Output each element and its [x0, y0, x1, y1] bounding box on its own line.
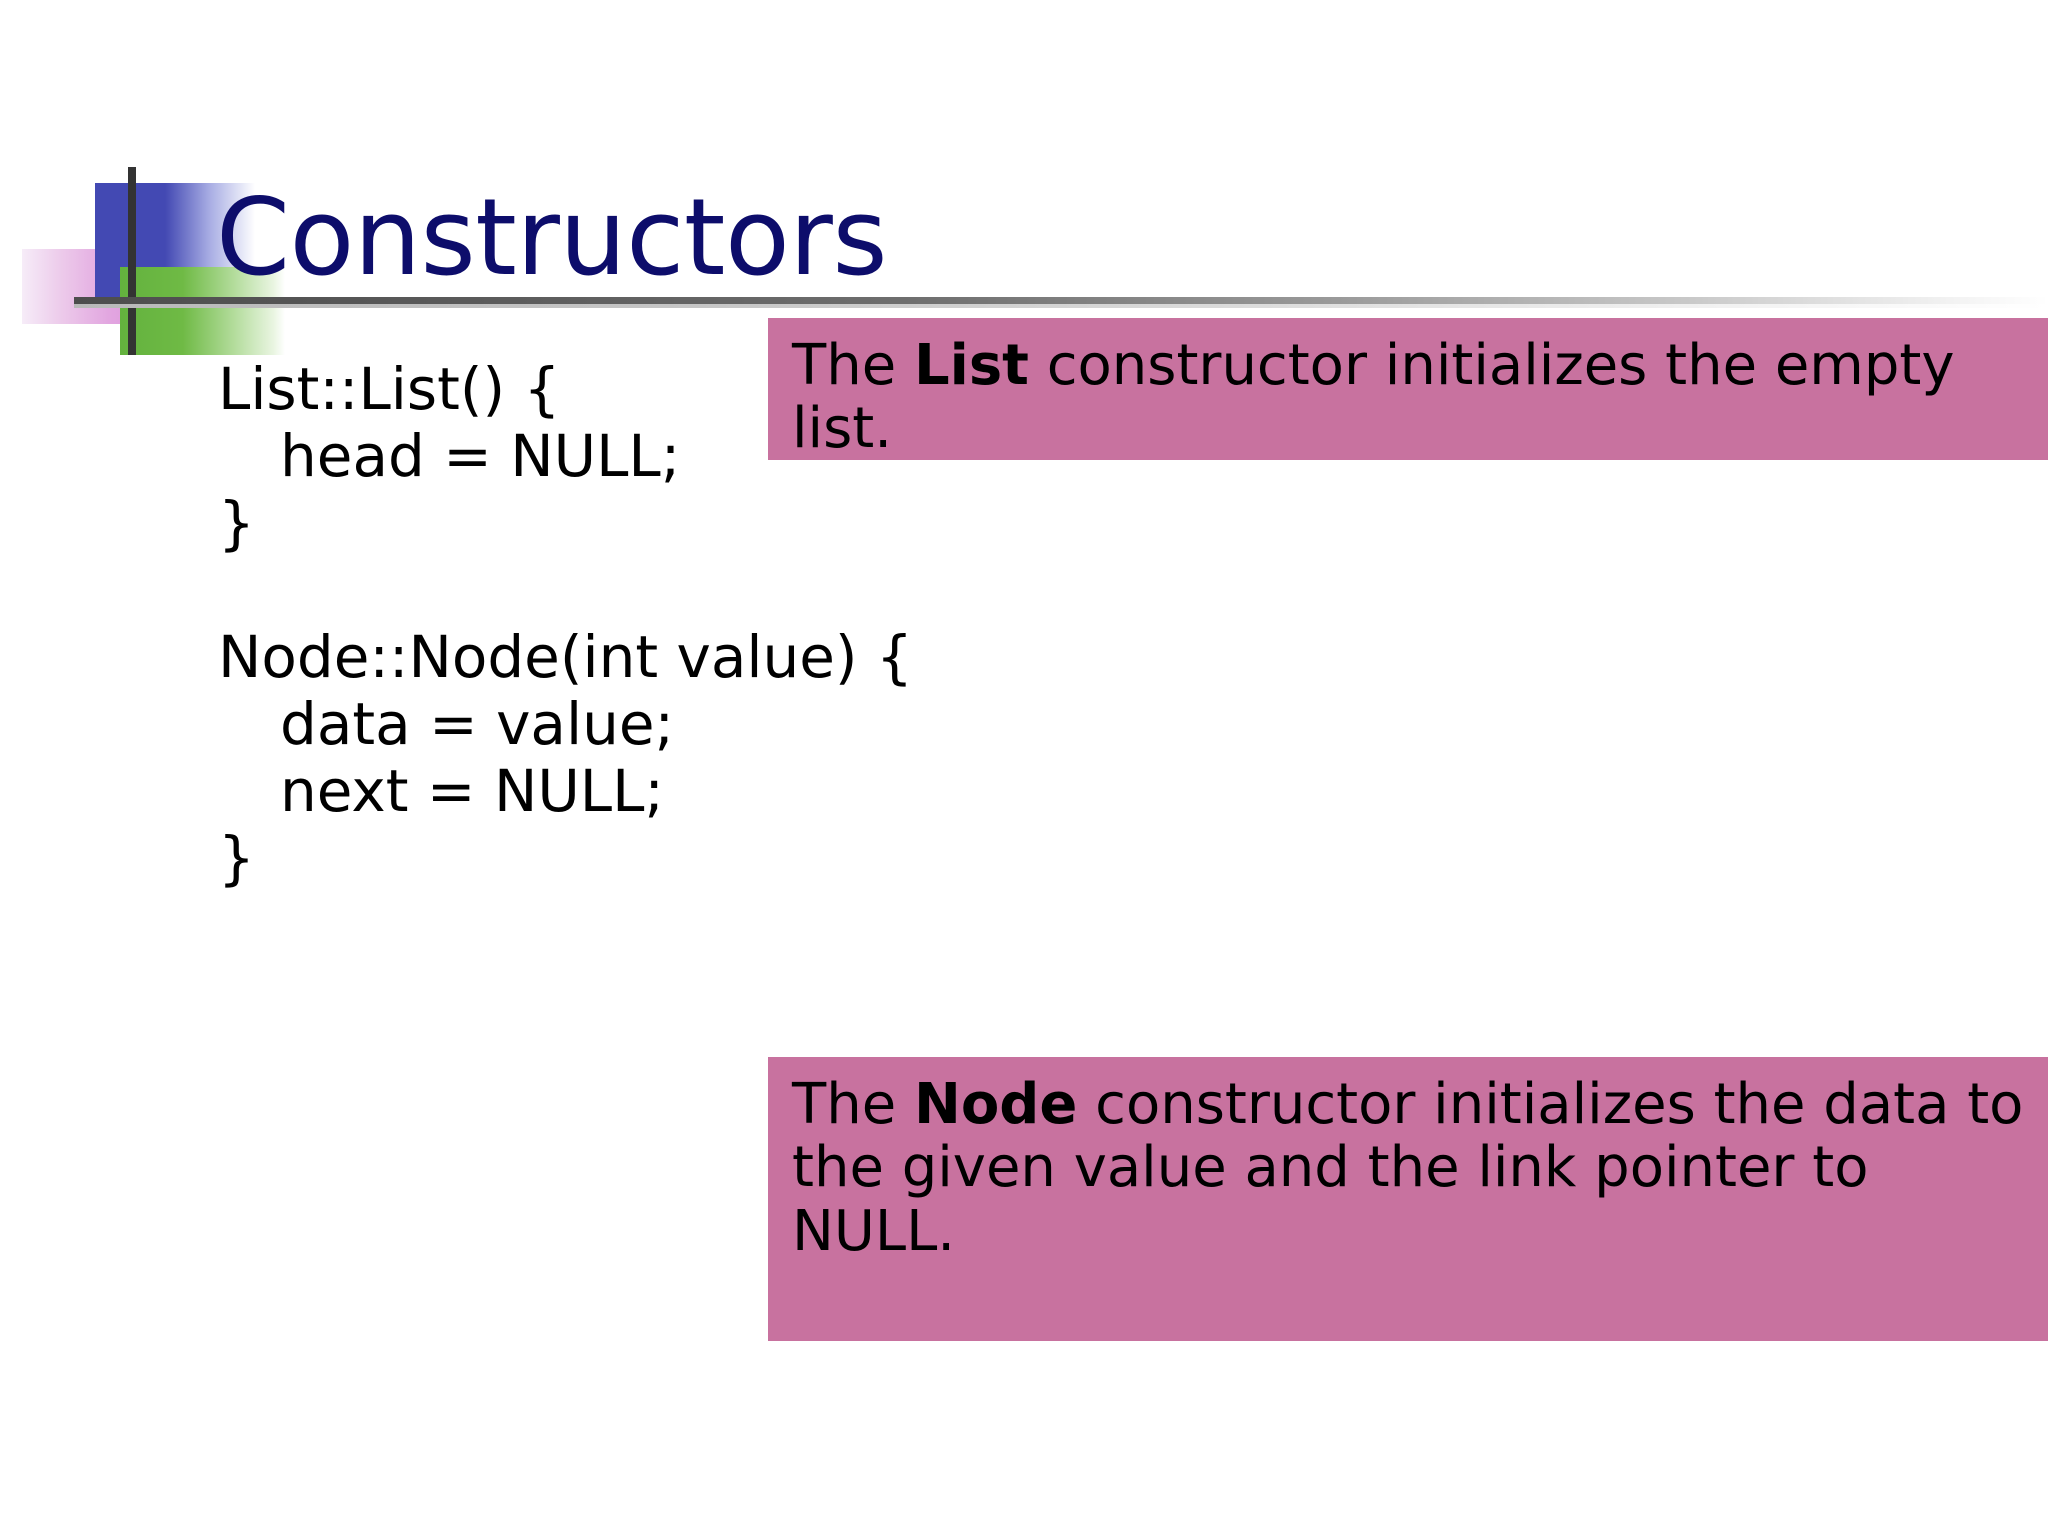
code-line: head = NULL;	[280, 422, 681, 490]
code-line: List::List() {	[218, 355, 561, 423]
code-line: data = value;	[280, 690, 675, 758]
code-line: Node::Node(int value) {	[218, 623, 913, 691]
callout-node-prefix: The	[792, 1072, 914, 1137]
callout-node-constructor: The Node constructor initializes the dat…	[768, 1057, 2048, 1341]
callout-node-emphasis: Node	[913, 1072, 1078, 1137]
code-line: }	[218, 489, 255, 557]
code-listing: List::List() { head = NULL; } Node::Node…	[218, 355, 913, 892]
code-line-blank	[218, 557, 838, 624]
callout-node-suffix: constructor initializes the data to the …	[792, 1072, 2024, 1264]
callout-list-prefix: The	[792, 333, 914, 398]
slide-title: Constructors	[216, 176, 888, 299]
callout-list-constructor: The List constructor initializes the emp…	[768, 318, 2048, 460]
code-line: }	[218, 824, 255, 892]
code-line: next = NULL;	[280, 757, 664, 825]
callout-list-suffix: constructor initializes the empty list.	[792, 333, 1955, 462]
green-square-decoration	[120, 267, 285, 355]
title-divider-rule	[74, 297, 2048, 308]
vertical-rule-decoration	[128, 167, 136, 355]
callout-list-emphasis: List	[913, 333, 1029, 398]
slide-decoration-logo	[0, 150, 300, 380]
